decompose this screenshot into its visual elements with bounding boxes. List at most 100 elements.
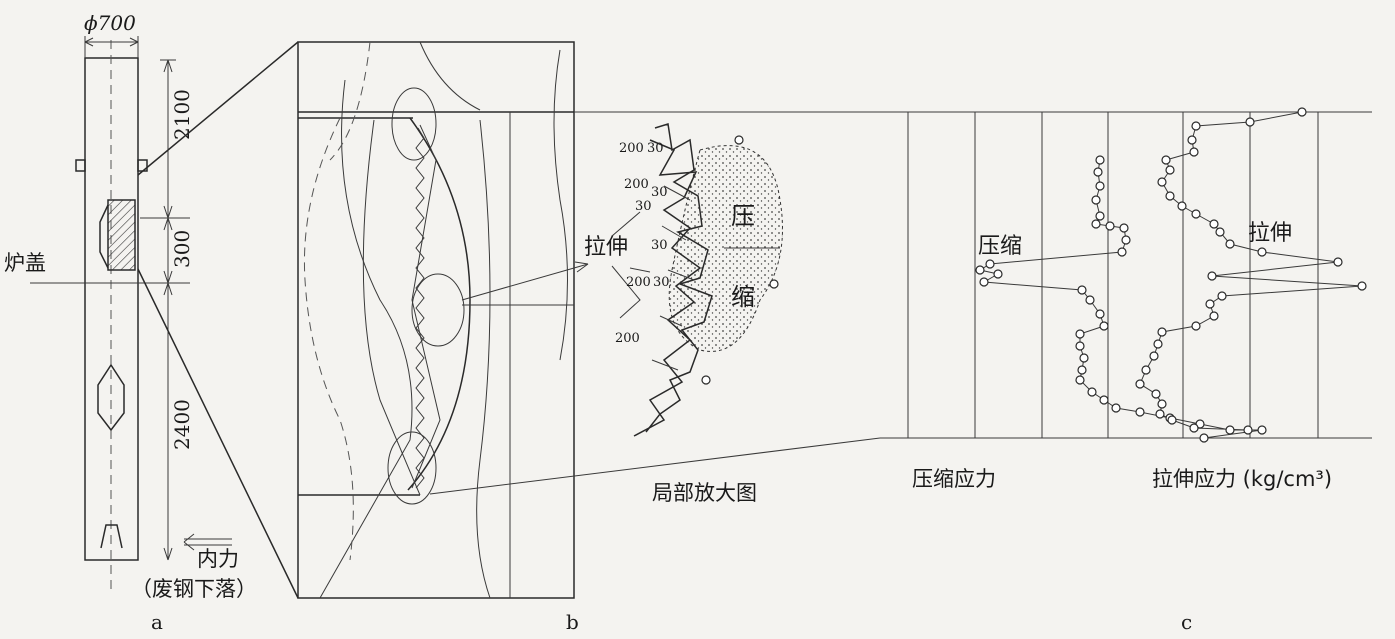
- curve-marker: [993, 269, 1003, 279]
- dim-300: 300: [170, 230, 194, 268]
- curve-marker: [1095, 155, 1105, 165]
- curve-marker: [1075, 329, 1085, 339]
- curve-marker: [1075, 375, 1085, 385]
- zigzag-weld: [415, 127, 425, 489]
- curve-marker: [1333, 257, 1343, 267]
- dim-label-7: 200: [626, 275, 651, 290]
- detail-arrow: [461, 263, 589, 301]
- curve-marker: [975, 265, 985, 275]
- curve-markers: [975, 107, 1367, 443]
- curve-marker: [1189, 147, 1199, 157]
- dim-label-3: 200: [624, 177, 649, 192]
- curve-marker: [1243, 425, 1253, 435]
- force-arrow: [183, 533, 232, 551]
- curve-marker: [1085, 295, 1095, 305]
- dim-label-2: 30: [647, 141, 664, 156]
- curve-marker: [1153, 339, 1163, 349]
- curve-marker: [1225, 239, 1235, 249]
- curve-marker: [1111, 403, 1121, 413]
- curve-marker: [1157, 177, 1167, 187]
- furnace-cover-block: [107, 199, 136, 271]
- curve-marker: [1177, 201, 1187, 211]
- curve-marker: [1091, 195, 1101, 205]
- curve-marker: [1209, 311, 1219, 321]
- dim-label-5: 30: [635, 199, 652, 214]
- dim-2400: 2400: [170, 399, 194, 450]
- dim-label-9: 200: [615, 331, 640, 346]
- curve-marker: [1209, 219, 1219, 229]
- caption-c: c: [1181, 610, 1192, 634]
- deformed-wall: [407, 117, 471, 491]
- caption-b: b: [566, 610, 579, 634]
- curve-marker: [1215, 227, 1225, 237]
- curve-marker: [1121, 235, 1131, 245]
- curve-marker: [1119, 223, 1129, 233]
- curve-marker: [1095, 181, 1105, 191]
- curve-marker: [1117, 247, 1127, 257]
- curve-marker: [1093, 167, 1103, 177]
- label-compress-top: 压: [731, 202, 755, 230]
- furnace-cover-label: 炉盖: [4, 251, 46, 275]
- curve-marker: [1191, 321, 1201, 331]
- curve-marker: [1207, 271, 1217, 281]
- curve-marker: [1079, 353, 1089, 363]
- label-tension: 拉伸: [584, 235, 628, 260]
- curve-marker: [1297, 107, 1307, 117]
- zone-mid-circle: [411, 273, 465, 347]
- curve-marker: [1199, 433, 1209, 443]
- tension-stress-curve: [1139, 111, 1363, 431]
- curve-marker: [985, 259, 995, 269]
- curve-marker: [1245, 117, 1255, 127]
- curve-marker: [1087, 387, 1097, 397]
- curve-marker: [1135, 407, 1145, 417]
- panel-b-frame: [297, 41, 575, 599]
- dim-label-1: 200: [619, 141, 644, 156]
- curve-marker: [979, 277, 989, 287]
- zone-top-circle: [391, 87, 437, 161]
- diameter-label: ϕ700: [84, 11, 136, 35]
- curve-marker: [1157, 327, 1167, 337]
- detail-zoom: [629, 123, 783, 437]
- curve-marker: [1105, 221, 1115, 231]
- curve-marker: [1141, 365, 1151, 375]
- curve-marker: [1257, 247, 1267, 257]
- label-compress: 压缩: [978, 234, 1022, 259]
- curve-marker: [1161, 155, 1171, 165]
- curve-marker: [1157, 399, 1167, 409]
- teeth-profile: [645, 123, 713, 433]
- zoom-fan: [137, 41, 299, 599]
- curve-marker: [1077, 365, 1087, 375]
- curve-marker: [1357, 281, 1367, 291]
- axis-compress-stress: 压缩应力: [912, 467, 996, 491]
- curve-marker: [1205, 299, 1215, 309]
- curve-marker: [1149, 351, 1159, 361]
- hexagon-upper: [97, 363, 125, 432]
- curve-marker: [1187, 135, 1197, 145]
- curve-marker: [1191, 121, 1201, 131]
- dim-label-6: 30: [651, 238, 668, 253]
- curve-marker: [1155, 409, 1165, 419]
- detail-caption: 局部放大图: [652, 481, 757, 505]
- curve-marker: [1091, 219, 1101, 229]
- curve-marker: [1077, 285, 1087, 295]
- curve-marker: [1135, 379, 1145, 389]
- curve-marker: [1189, 423, 1199, 433]
- curve-marker: [1191, 209, 1201, 219]
- trapezoid-bottom: [100, 524, 123, 549]
- panel-a: ϕ700 2100 300 2400 炉盖 内力 （废钢下落） a: [4, 11, 299, 634]
- curve-marker: [1075, 341, 1085, 351]
- curve-marker: [1151, 389, 1161, 399]
- axis-tension-stress: 拉伸应力 (kg/cm³): [1152, 467, 1332, 491]
- curve-marker: [1099, 395, 1109, 405]
- dim-label-8: 30: [653, 275, 670, 290]
- curve-marker: [1165, 191, 1175, 201]
- label-tension-c: 拉伸: [1248, 221, 1292, 246]
- force-label: 内力: [197, 547, 239, 571]
- label-compress-bottom: 缩: [731, 283, 755, 311]
- panel-c: 压缩 拉伸 压缩应力 拉伸应力 (kg/cm³) c: [880, 107, 1372, 634]
- force-note: （废钢下落）: [131, 577, 257, 601]
- dim-label-4: 30: [651, 185, 668, 200]
- curve-marker: [1167, 415, 1177, 425]
- panel-b: 压 缩 拉伸 200 30 200 30 30 30 200 30 200 局部…: [297, 41, 1372, 634]
